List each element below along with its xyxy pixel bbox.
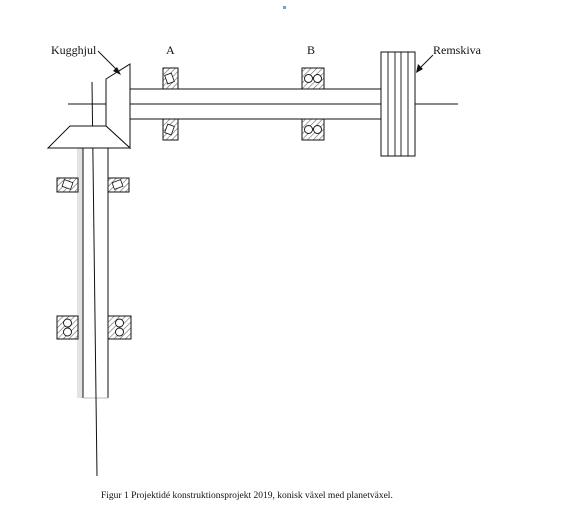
label-bearing-b: B: [307, 43, 315, 57]
leader-lines: [97, 50, 434, 75]
kugghjul-arrowhead: [113, 67, 121, 75]
pulley: [380, 51, 416, 157]
bearing-b-top-ball-2: [313, 74, 322, 83]
bearing-b-bottom-ball-1: [304, 125, 313, 134]
bearing-b-bottom: [301, 118, 325, 141]
bearing-b-bottom-ball-2: [313, 125, 322, 134]
page-marker: [283, 6, 286, 9]
bearing-a-top-roller: [164, 72, 175, 85]
vertical-lower-bearing-right-ball-2: [115, 327, 124, 337]
label-kugghjul: Kugghjul: [51, 43, 97, 57]
vertical-lower-bearing-right-ball-1: [115, 318, 124, 328]
label-remskiva: Remskiva: [433, 43, 482, 57]
bearing-a-bottom-roller: [164, 123, 175, 136]
vertical-lower-bearing-left: [56, 315, 79, 340]
vertical-upper-bearing: [56, 177, 130, 193]
vertical-lower-bearing-left-ball-2: [63, 327, 72, 337]
vertical-lower-bearing-right: [107, 315, 132, 340]
vertical-shaft-shadow: [77, 148, 83, 398]
vertical-lower-bearing-left-ball-1: [63, 318, 72, 328]
vertical-upper-bearing-left-roller: [61, 179, 74, 190]
pulley-body: [380, 51, 416, 157]
bearing-a: [162, 67, 179, 141]
figure-caption: Figur 1 Projektidé konstruktionsprojekt …: [101, 491, 393, 501]
bearing-b: [301, 67, 325, 141]
bevel-gear-pair: [46, 63, 132, 150]
bearing-b-top-ball-1: [304, 74, 313, 83]
remskiva-arrowhead: [416, 64, 423, 73]
label-bearing-a: A: [166, 43, 175, 57]
bevel-gear-vertical: [46, 125, 132, 149]
vertical-upper-bearing-right-roller: [111, 179, 124, 190]
vertical-lower-bearing: [56, 315, 132, 340]
bearing-b-top: [301, 67, 325, 90]
